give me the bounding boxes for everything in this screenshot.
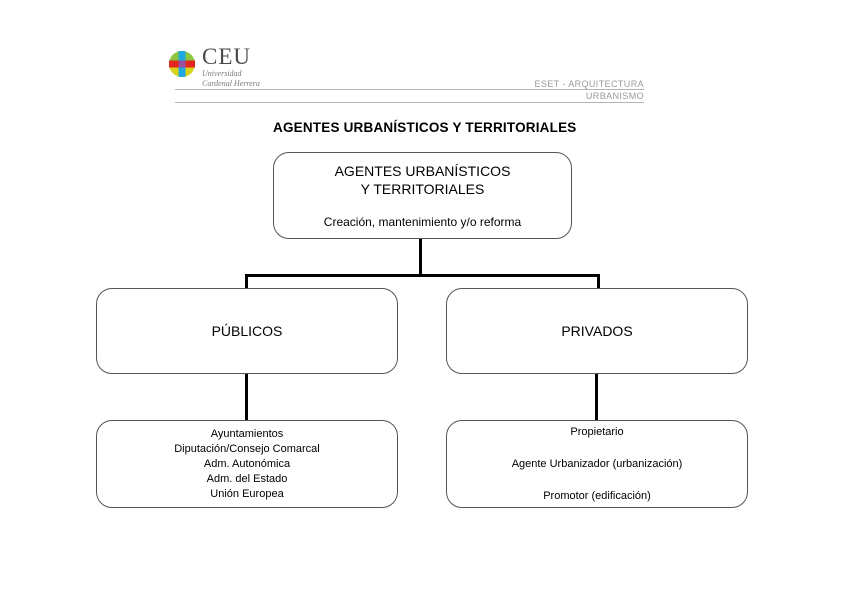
node-root-subheading: Creación, mantenimiento y/o reforma — [323, 215, 522, 229]
connector-root-down — [419, 238, 422, 276]
header-right-text: ESET - ARQUITECTURA URBANISMO — [384, 78, 644, 102]
list-item: Propietario — [570, 425, 624, 438]
page-title: AGENTES URBANÍSTICOS Y TERRITORIALES — [273, 120, 577, 135]
list-item: Promotor (edificación) — [543, 489, 651, 502]
node-privados: PRIVADOS — [446, 288, 748, 374]
node-root-heading: AGENTES URBANÍSTICOS Y TERRITORIALES — [334, 163, 511, 197]
node-publicos-items: Ayuntamientos Diputación/Consejo Comarca… — [96, 420, 398, 508]
node-publicos: PÚBLICOS — [96, 288, 398, 374]
connector-publicos-down — [245, 372, 248, 422]
node-privados-items: Propietario Agente Urbanizador (urbaniza… — [446, 420, 748, 508]
ceu-subtitle: Universidad Cardenal Herrera — [202, 69, 260, 88]
ceu-wordmark: CEU — [202, 44, 251, 69]
list-item: Agente Urbanizador (urbanización) — [511, 457, 683, 470]
header-rule-bottom — [175, 102, 644, 103]
header-school: ESET - ARQUITECTURA — [534, 79, 644, 89]
connector-horizontal-bar — [245, 274, 600, 277]
list-item: Ayuntamientos — [210, 427, 284, 440]
header-department: URBANISMO — [585, 91, 644, 101]
node-privados-label: PRIVADOS — [561, 323, 633, 339]
connector-stub-left — [245, 274, 248, 290]
connector-privados-down — [595, 372, 598, 422]
list-item: Adm. del Estado — [206, 472, 288, 485]
node-publicos-label: PÚBLICOS — [211, 323, 283, 339]
node-root: AGENTES URBANÍSTICOS Y TERRITORIALES Cre… — [273, 152, 572, 239]
list-item: Diputación/Consejo Comarcal — [174, 442, 320, 455]
ceu-logo: CEU Universidad Cardenal Herrera — [168, 44, 288, 90]
connector-stub-right — [597, 274, 600, 290]
ceu-circle-cross-icon — [169, 51, 195, 77]
list-item: Unión Europea — [210, 487, 284, 500]
list-item: Adm. Autonómica — [203, 457, 291, 470]
header-rule-top — [175, 89, 644, 90]
